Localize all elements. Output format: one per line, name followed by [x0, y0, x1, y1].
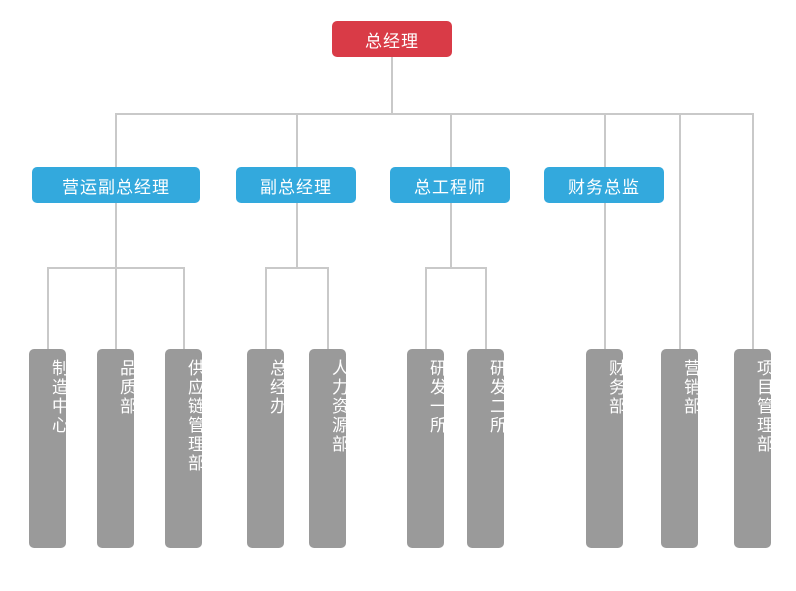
node-dept-label: 营销部 [680, 359, 700, 416]
node-dept-label: 制造中心 [48, 359, 68, 435]
connector-stem-exec-3 [450, 203, 452, 267]
node-exec-finance-director[interactable]: 财务总监 [544, 167, 664, 203]
node-exec-operations-vp[interactable]: 营运副总经理 [32, 167, 200, 203]
node-dept-label: 财务部 [605, 359, 625, 416]
connector-bus-exec-2 [265, 267, 327, 269]
node-dept-label: 研发二所 [486, 359, 506, 435]
node-dept-supply-chain-management[interactable]: 供应链管理部 [165, 349, 204, 548]
node-dept-rnd-institute-1[interactable]: 研发一所 [407, 349, 446, 548]
node-dept-marketing[interactable]: 营销部 [661, 349, 700, 548]
node-dept-general-manager-office[interactable]: 总经办 [247, 349, 286, 548]
connector-drop-dept-3 [183, 267, 185, 349]
node-dept-manufacturing-center[interactable]: 制造中心 [29, 349, 68, 548]
node-dept-human-resources[interactable]: 人力资源部 [309, 349, 348, 548]
connector-root-stem [391, 57, 393, 114]
connector-stem-exec-2 [296, 203, 298, 267]
connector-drop-dept-5 [327, 267, 329, 349]
node-root-general-manager[interactable]: 总经理 [332, 21, 452, 57]
connector-level2-bus [115, 113, 753, 115]
node-dept-label: 研发一所 [426, 359, 446, 435]
node-dept-label: 供应链管理部 [184, 359, 204, 473]
node-exec-vice-general-manager[interactable]: 副总经理 [236, 167, 356, 203]
connector-drop-dept-1 [47, 267, 49, 349]
connector-drop-exec-3 [450, 113, 452, 167]
connector-drop-dept-6 [425, 267, 427, 349]
node-dept-finance[interactable]: 财务部 [586, 349, 625, 548]
node-dept-project-management[interactable]: 项目管理部 [734, 349, 773, 548]
connector-drop-dept-7 [485, 267, 487, 349]
connector-drop-dept-4 [265, 267, 267, 349]
connector-drop-exec-4 [604, 113, 606, 349]
node-dept-label: 总经办 [266, 359, 286, 416]
connector-drop-dept-2 [115, 267, 117, 349]
node-dept-label: 品质部 [116, 359, 136, 416]
connector-drop-exec-2 [296, 113, 298, 167]
connector-drop-exec-1 [115, 113, 117, 167]
connector-stem-exec-1 [115, 203, 117, 267]
connector-drop-dept-9 [679, 113, 681, 349]
node-dept-label: 项目管理部 [753, 359, 773, 454]
node-dept-quality[interactable]: 品质部 [97, 349, 136, 548]
node-dept-label: 人力资源部 [328, 359, 348, 454]
node-dept-rnd-institute-2[interactable]: 研发二所 [467, 349, 506, 548]
connector-bus-exec-3 [425, 267, 485, 269]
node-exec-chief-engineer[interactable]: 总工程师 [390, 167, 510, 203]
connector-drop-dept-10 [752, 113, 754, 349]
